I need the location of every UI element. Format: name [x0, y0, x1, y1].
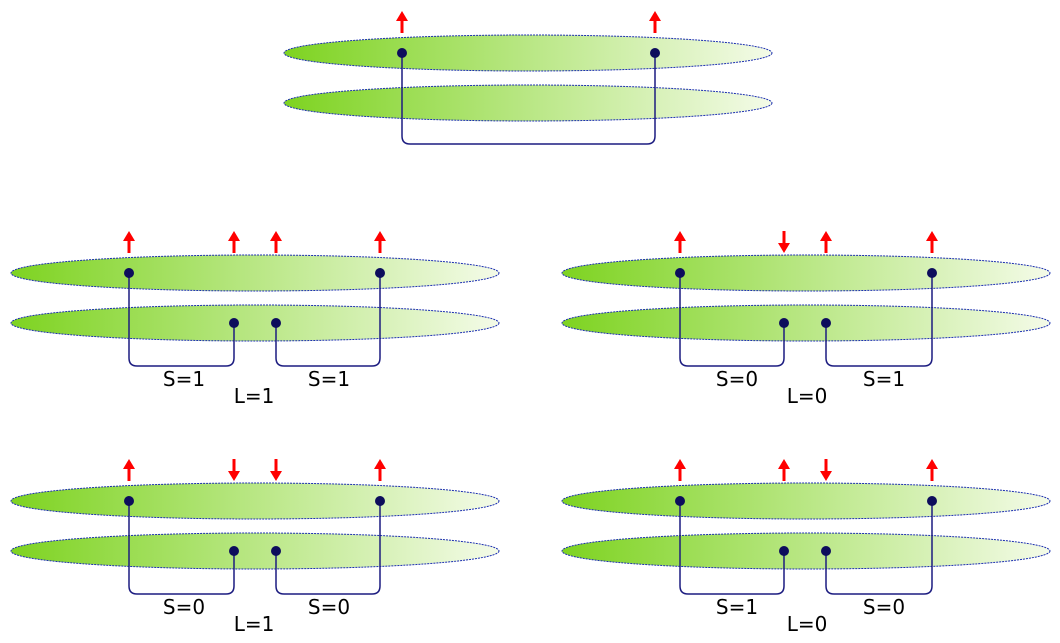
lower-disk [10, 304, 500, 342]
arrow-down-icon [270, 459, 282, 481]
arrow-up-icon [123, 231, 135, 253]
dot-icon [927, 268, 937, 278]
arrow-down-icon [820, 459, 832, 481]
pair-connector-left [679, 273, 785, 367]
pair-connector-right [275, 501, 381, 595]
dot-icon [124, 496, 134, 506]
dot-icon [271, 318, 281, 328]
dot-icon [821, 546, 831, 556]
lower-disk [10, 532, 500, 570]
arrow-down-icon [778, 231, 790, 253]
dot-icon [271, 546, 281, 556]
lower-disk [561, 532, 1051, 570]
arrow-up-icon [778, 459, 790, 481]
lower-disk [561, 304, 1051, 342]
s-label-middle-left-right: S=1 [308, 367, 350, 391]
s-label-bottom-right-left: S=1 [716, 595, 758, 619]
l-label-middle-left: L=1 [234, 384, 275, 408]
arrow-up-icon [396, 11, 408, 33]
arrow-up-icon [374, 459, 386, 481]
labels: S=1 S=1 L=1 S=0 S=1 L=0 S=0 S=0 L=1 S=1 … [163, 367, 905, 636]
s-label-middle-right-right: S=1 [863, 367, 905, 391]
s-label-bottom-left-left: S=0 [163, 595, 205, 619]
pair-connector-right [825, 273, 933, 367]
dot-icon [675, 496, 685, 506]
s-label-bottom-left-right: S=0 [308, 595, 350, 619]
s-label-bottom-right-right: S=0 [863, 595, 905, 619]
panel-bottom-left [10, 459, 500, 595]
dot-icon [779, 546, 789, 556]
arrow-up-icon [374, 231, 386, 253]
arrow-up-icon [649, 11, 661, 33]
dot-icon [675, 268, 685, 278]
dot-icon [229, 318, 239, 328]
dot-icon [397, 48, 407, 58]
upper-disk [10, 482, 500, 520]
panel-top [283, 11, 773, 145]
dot-icon [821, 318, 831, 328]
arrow-up-icon [674, 459, 686, 481]
arrow-up-icon [926, 459, 938, 481]
dot-icon [124, 268, 134, 278]
pair-connector-left [128, 273, 235, 367]
pair-connector-left [679, 501, 785, 595]
dot-icon [229, 546, 239, 556]
upper-disk [561, 482, 1051, 520]
lower-disk [283, 84, 773, 122]
dot-icon [927, 496, 937, 506]
arrow-up-icon [926, 231, 938, 253]
dot-icon [650, 48, 660, 58]
panel-middle-right [561, 231, 1051, 367]
pair-connector-right [275, 273, 381, 367]
arrow-up-icon [228, 231, 240, 253]
upper-disk [283, 34, 773, 72]
arrow-up-icon [674, 231, 686, 253]
panel-middle-left [10, 231, 500, 367]
s-label-middle-left-left: S=1 [163, 367, 205, 391]
upper-disk [561, 254, 1051, 292]
arrow-up-icon [820, 231, 832, 253]
arrow-up-icon [270, 231, 282, 253]
panel-bottom-right [561, 459, 1051, 595]
l-label-middle-right: L=0 [787, 384, 828, 408]
pair-connector [401, 53, 656, 145]
dot-icon [375, 268, 385, 278]
l-label-bottom-left: L=1 [234, 612, 275, 636]
dot-icon [779, 318, 789, 328]
arrow-up-icon [123, 459, 135, 481]
pair-connector-left [128, 501, 235, 595]
upper-disk [10, 254, 500, 292]
l-label-bottom-right: L=0 [787, 612, 828, 636]
s-label-middle-right-left: S=0 [716, 367, 758, 391]
dot-icon [375, 496, 385, 506]
pair-connector-right [825, 501, 933, 595]
arrow-down-icon [228, 459, 240, 481]
